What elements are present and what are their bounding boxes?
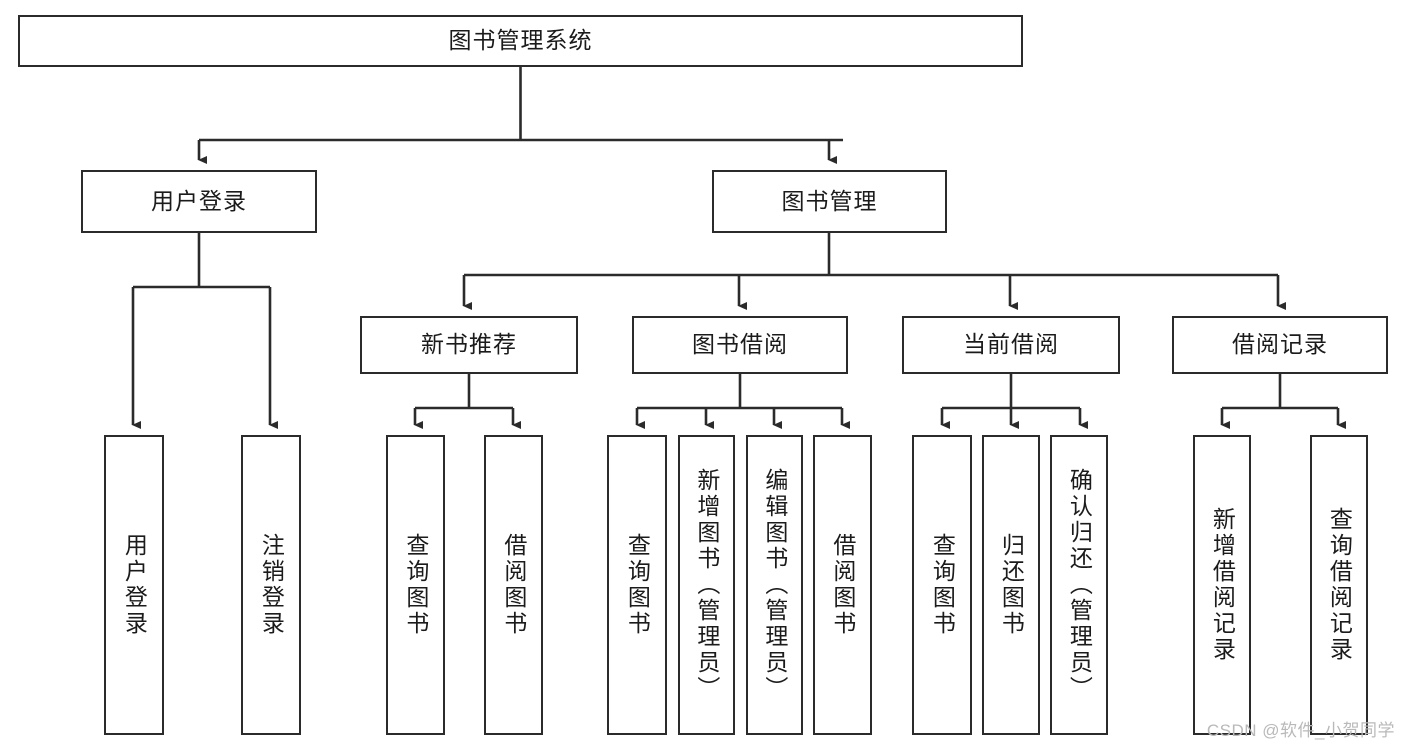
leaf-user-login-signout[interactable]: 注销登录 <box>241 435 301 735</box>
watermark-text: CSDN @软件_小贺同学 <box>1206 721 1395 740</box>
node-label: 注销登录 <box>258 533 285 637</box>
node-book-management[interactable]: 图书管理 <box>712 170 947 233</box>
leaf-book-borrow-lend[interactable]: 借阅图书 <box>813 435 872 735</box>
node-label: 新增借阅记录 <box>1209 507 1236 663</box>
node-label: 用户登录 <box>151 187 247 214</box>
leaf-current-borrow-return[interactable]: 归还图书 <box>982 435 1040 735</box>
node-current-borrow[interactable]: 当前借阅 <box>902 316 1120 374</box>
leaf-book-borrow-query[interactable]: 查询图书 <box>607 435 667 735</box>
node-label: 图书管理系统 <box>448 27 593 54</box>
node-book-borrow[interactable]: 图书借阅 <box>632 316 848 374</box>
leaf-book-borrow-edit[interactable]: 编辑图书（管理员） <box>746 435 803 735</box>
leaf-book-borrow-add[interactable]: 新增图书（管理员） <box>678 435 735 735</box>
node-label: 图书借阅 <box>692 331 788 358</box>
node-label: 编辑图书（管理员） <box>761 468 788 702</box>
leaf-new-book-query[interactable]: 查询图书 <box>386 435 445 735</box>
node-user-login[interactable]: 用户登录 <box>81 170 317 233</box>
leaf-current-borrow-confirm-return[interactable]: 确认归还（管理员） <box>1050 435 1108 735</box>
leaf-new-book-borrow[interactable]: 借阅图书 <box>484 435 543 735</box>
leaf-user-login-signin[interactable]: 用户登录 <box>104 435 164 735</box>
node-label: 查询图书 <box>402 533 429 637</box>
node-label: 借阅图书 <box>500 533 527 637</box>
node-label: 查询图书 <box>929 533 956 637</box>
node-label: 用户登录 <box>121 533 148 637</box>
node-label: 图书管理 <box>781 187 878 214</box>
node-root-book-management-system[interactable]: 图书管理系统 <box>18 15 1023 67</box>
node-label: 借阅图书 <box>829 533 856 637</box>
leaf-borrow-record-add[interactable]: 新增借阅记录 <box>1193 435 1251 735</box>
leaf-current-borrow-query[interactable]: 查询图书 <box>912 435 972 735</box>
node-new-book-recommend[interactable]: 新书推荐 <box>360 316 578 374</box>
leaf-borrow-record-query[interactable]: 查询借阅记录 <box>1310 435 1368 735</box>
node-label: 借阅记录 <box>1232 331 1328 358</box>
node-label: 查询借阅记录 <box>1326 507 1353 663</box>
node-borrow-record[interactable]: 借阅记录 <box>1172 316 1388 374</box>
node-label: 新增图书（管理员） <box>693 468 720 702</box>
node-label: 查询图书 <box>624 533 651 637</box>
node-label: 当前借阅 <box>963 331 1059 358</box>
node-label: 确认归还（管理员） <box>1066 468 1093 702</box>
node-label: 归还图书 <box>998 533 1025 637</box>
node-label: 新书推荐 <box>421 331 517 358</box>
